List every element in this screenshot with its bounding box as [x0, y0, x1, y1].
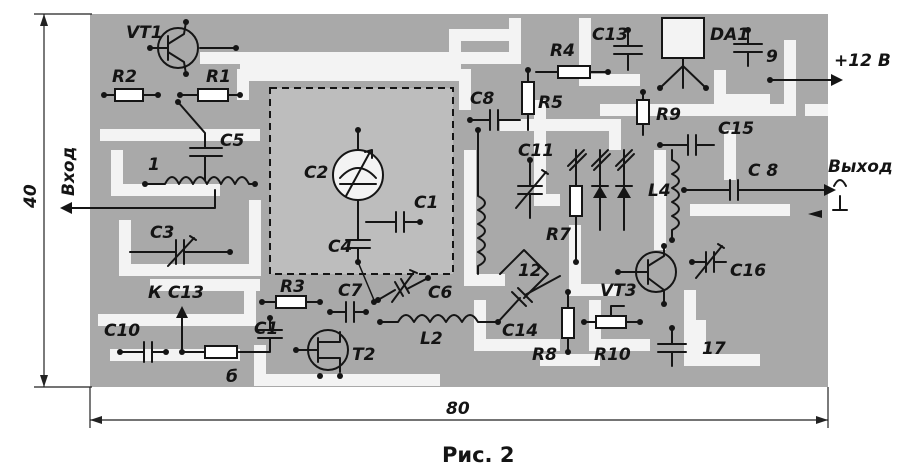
label-vt3: VT3 [600, 281, 637, 301]
trimmer-capacitor-c6 [375, 269, 431, 303]
label-to-c13: К С13 [148, 283, 204, 303]
label-r8: R8 [532, 345, 557, 365]
label-c6: C6 [428, 283, 452, 303]
label-r3: R3 [280, 277, 305, 297]
label-input: Вход [59, 147, 79, 196]
resistor-r5 [521, 67, 535, 131]
figure-caption: Рис. 2 [442, 443, 514, 467]
dimension-width-label: 80 [446, 399, 470, 419]
label-r4: R4 [550, 41, 575, 61]
transistor-t2 [293, 329, 349, 379]
pcb-tracks [98, 18, 828, 386]
label-l2: L2 [420, 329, 443, 349]
resistor-r9 [636, 89, 650, 136]
labels: VT1 R2 R1 C5 1 C3 К С13 C10 б C1 T2 R3 C… [21, 23, 893, 467]
dimension-height-label: 40 [21, 184, 41, 209]
label-c2: C2 [304, 163, 328, 183]
variable-capacitor-c2 [332, 127, 384, 223]
capacitor-c4 [345, 221, 377, 305]
label-c13: C13 [592, 25, 628, 45]
trimmer-capacitor-c16 [689, 243, 727, 279]
label-r6: б [226, 367, 238, 387]
resistor-r8 [561, 289, 575, 355]
label-r10: R10 [594, 345, 631, 365]
label-t2: T2 [352, 345, 375, 365]
resistor-r10 [581, 305, 643, 329]
inductor-l1 [142, 169, 258, 187]
capacitor-c14 [497, 275, 561, 323]
regulator-da1 [657, 17, 709, 91]
capacitor-c5 [175, 99, 223, 171]
label-c16: C16 [730, 261, 766, 281]
label-c5: C5 [220, 131, 244, 151]
capacitor-c15 [657, 134, 715, 156]
label-c8: C8 [470, 89, 494, 109]
label-r5: R5 [538, 93, 563, 113]
capacitor-c13 [613, 27, 643, 71]
label-c4: C4 [328, 237, 352, 257]
label-r2: R2 [112, 67, 137, 87]
input-terminal [60, 189, 216, 214]
components [60, 17, 848, 379]
capacitor-c8 [467, 109, 521, 131]
label-r1: R1 [206, 67, 231, 87]
capacitor-c1b [249, 315, 283, 353]
capacitor-c10 [117, 341, 169, 363]
transformer-l3 [475, 127, 549, 299]
resistor-r1 [177, 88, 243, 102]
label-c3: C3 [150, 223, 174, 243]
capacitor-c1 [365, 211, 423, 233]
inductor-l4 [669, 149, 680, 243]
label-c9: 9 [766, 47, 778, 67]
label-c7: C7 [338, 281, 362, 301]
label-c15: C15 [718, 119, 754, 139]
label-c18: C 8 [748, 161, 778, 181]
label-c1: C1 [414, 193, 438, 213]
label-c12: 12 [518, 261, 542, 281]
label-l1: 1 [148, 155, 160, 175]
label-da1: DA1 [710, 25, 749, 45]
label-supply: +12 В [834, 51, 891, 71]
label-c10: C10 [104, 321, 140, 341]
resistor-r6 [181, 345, 251, 359]
trimmer-capacitor-c11 [515, 157, 549, 219]
dimension-height [34, 13, 92, 388]
output-terminal [789, 179, 848, 218]
label-c14: C14 [502, 321, 538, 341]
label-c11: C11 [518, 141, 554, 161]
dimension-width [89, 387, 829, 428]
trimmer-capacitor-c3 [129, 235, 233, 267]
transistor-vt1 [147, 19, 239, 77]
label-c17: 17 [702, 339, 726, 359]
supply-terminal [767, 74, 843, 86]
label-output: Выход [828, 157, 893, 177]
resistor-r7 [569, 169, 583, 265]
label-r9: R9 [656, 105, 681, 125]
capacitor-c7 [327, 301, 369, 323]
label-l4: L4 [648, 181, 671, 201]
capacitor-c18 [681, 179, 791, 201]
capacitor-c9 [733, 27, 763, 67]
resistor-r3 [259, 295, 323, 309]
capacitor-c17 [657, 325, 687, 367]
label-c1b: C1 [254, 319, 278, 339]
label-vt1: VT1 [126, 23, 163, 43]
label-r7: R7 [546, 225, 571, 245]
resistor-r4 [535, 65, 611, 79]
resistor-r2 [101, 88, 161, 102]
transistor-vt3 [615, 243, 677, 307]
